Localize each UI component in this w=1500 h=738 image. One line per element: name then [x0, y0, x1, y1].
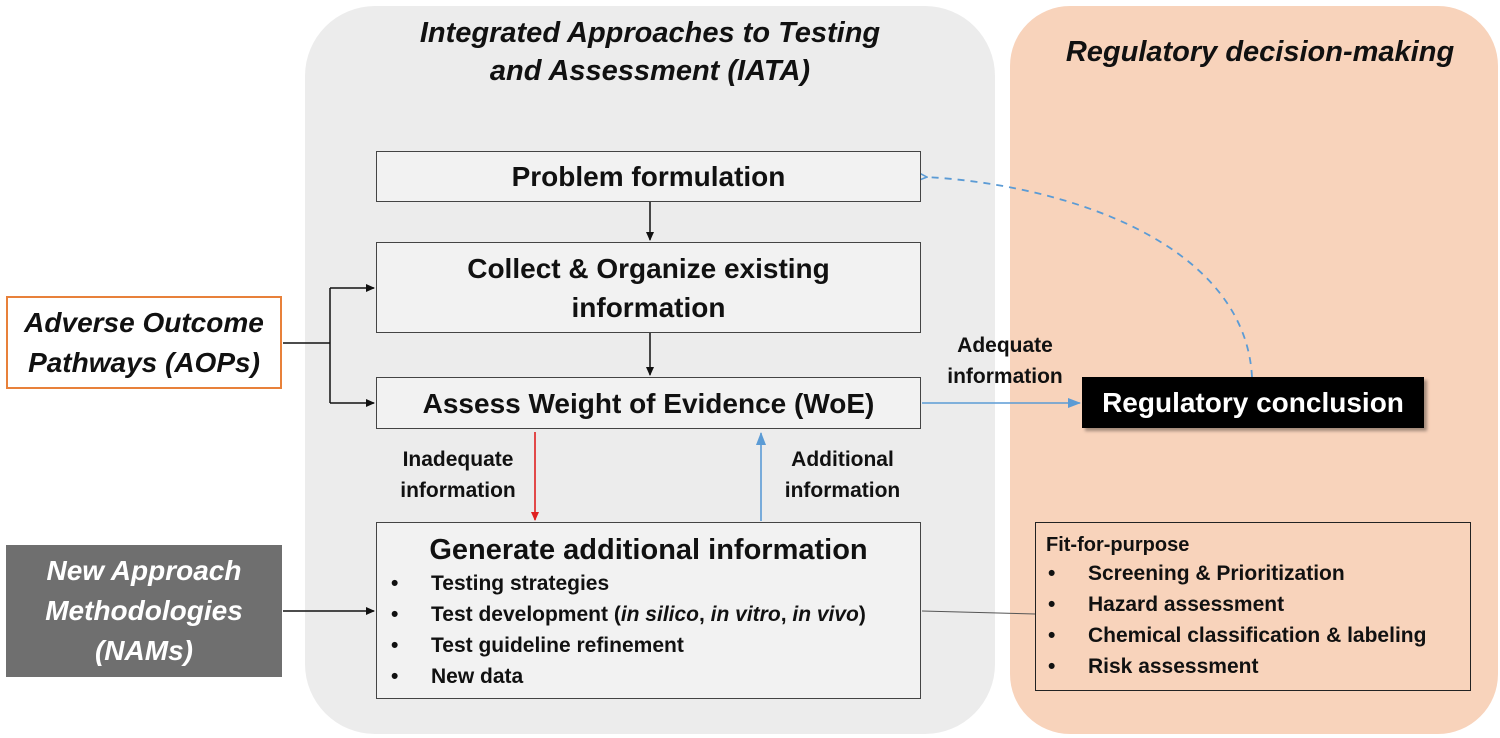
list-item: • Hazard assessment	[1048, 589, 1470, 620]
nam-line3: (NAMs)	[94, 635, 193, 666]
additional-line2: information	[784, 479, 901, 502]
aop-box: Adverse Outcome Pathways (AOPs)	[6, 296, 282, 389]
list-item: •Test development (in silico, in vitro, …	[391, 599, 920, 630]
list-item-text: Screening & Prioritization	[1088, 562, 1345, 585]
problem-formulation-box: Problem formulation	[376, 151, 921, 202]
iata-title-line1: Integrated Approaches to Testing	[419, 17, 881, 49]
fit-for-purpose-title: Fit-for-purpose	[1046, 534, 1190, 556]
collect-organize-box: Collect & Organize existing information	[376, 242, 921, 333]
bullet: •	[391, 634, 399, 657]
in-vivo-text: in vivo	[792, 603, 859, 626]
bullet: •	[1048, 624, 1056, 647]
collect-label-line2: information	[571, 291, 726, 323]
bullet: •	[1048, 655, 1056, 678]
additional-info-label: Additional information	[770, 444, 915, 506]
close-paren: )	[858, 603, 866, 626]
list-item: • Screening & Prioritization	[1048, 558, 1470, 589]
bullet: •	[1048, 593, 1056, 616]
list-item: • Risk assessment	[1048, 651, 1470, 682]
assess-woe-box: Assess Weight of Evidence (WoE)	[376, 377, 921, 429]
iata-panel-title: Integrated Approaches to Testing and Ass…	[395, 14, 905, 90]
adequate-line1: Adequate	[957, 334, 1053, 357]
aop-line1: Adverse Outcome	[24, 306, 264, 338]
fit-for-purpose-box: Fit-for-purpose • Screening & Prioritizat…	[1035, 522, 1471, 691]
iata-title-line2: and Assessment (IATA)	[489, 55, 811, 87]
list-item-text: Chemical classification & labeling	[1088, 624, 1427, 647]
list-item: • New data	[391, 661, 920, 692]
fit-for-purpose-list: • Screening & Prioritization • Hazard asse…	[1048, 558, 1470, 682]
inadequate-line1: Inadequate	[402, 448, 514, 471]
list-item: • Chemical classification & labeling	[1048, 620, 1470, 651]
nam-line2: Methodologies	[45, 595, 243, 626]
list-item: • Testing strategies	[391, 568, 920, 599]
bullet: •	[391, 572, 399, 595]
list-item-text: New data	[431, 665, 524, 688]
nam-line1: New Approach	[46, 555, 242, 586]
aop-line2: Pathways (AOPs)	[28, 346, 260, 378]
list-item-text: Risk assessment	[1088, 655, 1259, 678]
list-item-text: Test guideline refinement	[431, 634, 684, 657]
nam-box: New Approach Methodologies (NAMs)	[6, 545, 282, 677]
list-item-text: Hazard assessment	[1088, 593, 1285, 616]
collect-label-line1: Collect & Organize existing	[467, 252, 830, 284]
generate-info-title: Generate additional information	[429, 534, 868, 566]
bullet: •	[391, 665, 399, 688]
in-vitro-text: in vitro	[710, 603, 781, 626]
bullet: •	[1048, 562, 1056, 585]
separator: ,	[699, 603, 711, 626]
regulatory-panel-title: Regulatory decision-making	[1065, 36, 1455, 68]
additional-line1: Additional	[791, 448, 894, 471]
inadequate-line2: information	[400, 479, 516, 502]
generate-info-list: •Testing strategies •Test development (i…	[391, 568, 920, 692]
list-item-text: Test development (	[431, 603, 621, 626]
generate-info-box: Generate additional information • Testing…	[376, 522, 921, 699]
arrow-feedback-dashed	[926, 177, 1253, 378]
bullet: •	[391, 603, 399, 626]
adequate-info-label: Adequate information	[930, 330, 1080, 392]
assess-woe-label: Assess Weight of Evidence (WoE)	[422, 387, 875, 419]
line-generate-to-fit	[921, 610, 1036, 615]
adequate-line2: information	[947, 365, 1063, 388]
separator: ,	[780, 603, 793, 626]
list-item-text: Testing strategies	[431, 572, 610, 595]
problem-formulation-label: Problem formulation	[511, 161, 786, 192]
in-silico-text: in silico	[620, 603, 699, 626]
regulatory-conclusion-label: Regulatory conclusion	[1102, 386, 1404, 418]
regulatory-conclusion-box: Regulatory conclusion	[1082, 377, 1424, 428]
inadequate-info-label: Inadequate information	[383, 444, 533, 506]
list-item: • Test guideline refinement	[391, 630, 920, 661]
